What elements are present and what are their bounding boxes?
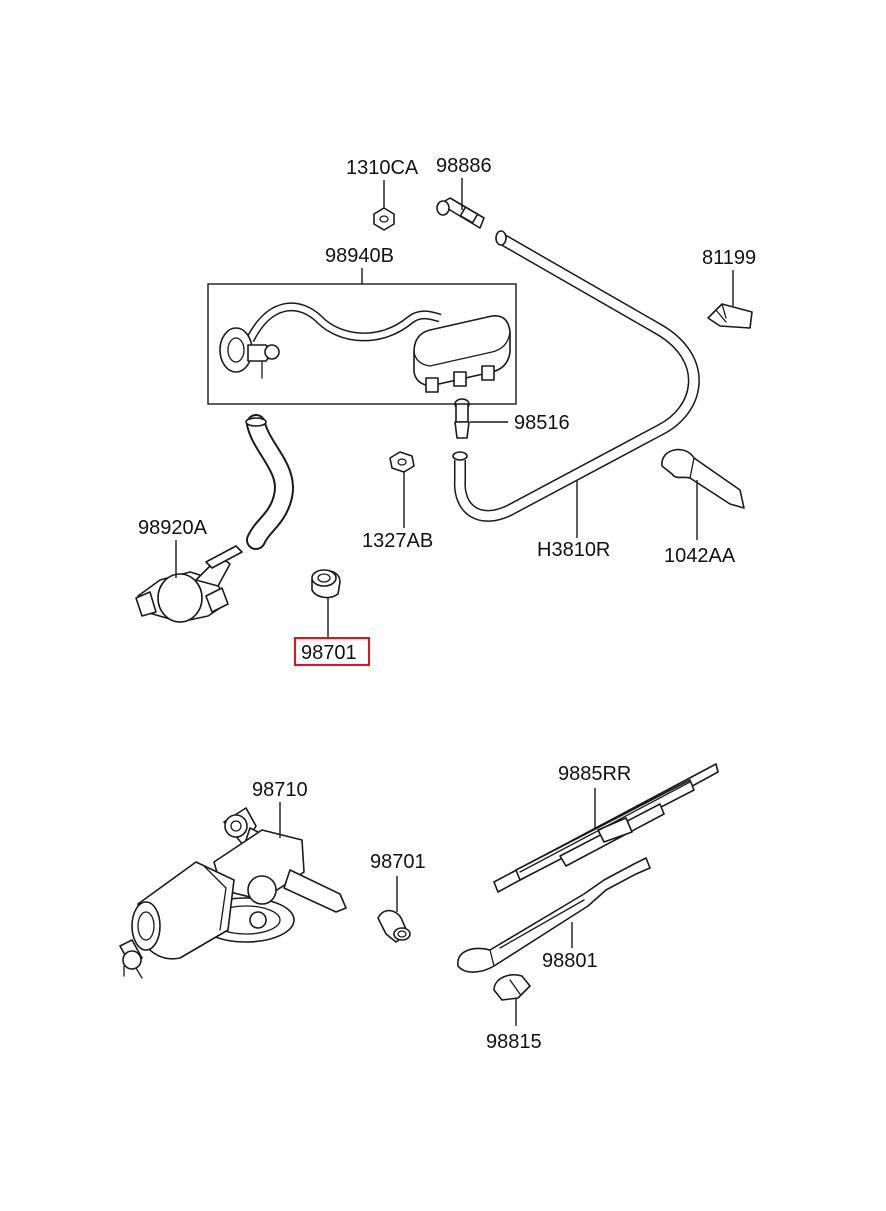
grommet-98701-top[interactable] [311, 569, 341, 599]
label-1042AA[interactable]: 1042AA [664, 545, 736, 567]
wiper-blade-9885RR[interactable] [493, 763, 719, 893]
label-98940B[interactable]: 98940B [325, 245, 394, 267]
nut-1310CA[interactable] [373, 207, 395, 231]
connector-98886[interactable] [436, 197, 485, 229]
label-98701-bottom[interactable]: 98701 [370, 851, 426, 873]
pump-98920A[interactable] [135, 414, 294, 623]
label-98710[interactable]: 98710 [252, 779, 308, 801]
label-98701-top[interactable]: 98701 [301, 642, 357, 664]
pump-assembly-98940B[interactable] [219, 302, 511, 393]
motor-98710[interactable] [119, 807, 347, 979]
label-1310CA[interactable]: 1310CA [346, 157, 419, 179]
clip-81199[interactable] [707, 303, 753, 329]
connector-98516[interactable] [454, 398, 470, 439]
label-98886[interactable]: 98886 [436, 155, 492, 177]
grommet-98701-bottom[interactable] [377, 909, 411, 943]
highlight-box-98701 [294, 637, 370, 666]
assembly-box-98940B [207, 283, 517, 405]
bracket-1042AA[interactable] [661, 448, 745, 509]
label-98920A[interactable]: 98920A [138, 517, 208, 539]
cap-98815[interactable] [493, 974, 531, 1001]
label-98801[interactable]: 98801 [542, 950, 598, 972]
hose-H3810R[interactable] [452, 230, 700, 522]
wiper-arm-98801[interactable] [457, 857, 651, 973]
label-98815[interactable]: 98815 [486, 1031, 542, 1053]
nut-1327AB[interactable] [389, 451, 415, 473]
label-1327AB[interactable]: 1327AB [362, 530, 433, 552]
label-9885RR[interactable]: 9885RR [558, 763, 631, 785]
label-81199[interactable]: 81199 [702, 247, 756, 269]
label-H3810R[interactable]: H3810R [537, 539, 610, 561]
label-98516[interactable]: 98516 [514, 412, 570, 434]
